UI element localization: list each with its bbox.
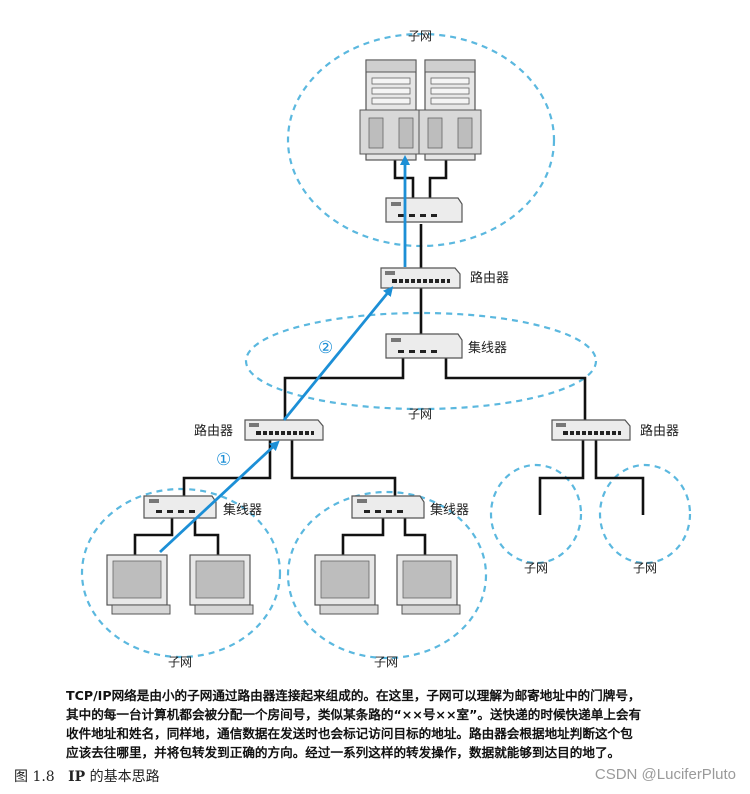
figure-caption: 图 1.8 IP 的基本思路 bbox=[14, 766, 160, 786]
subnet-bottom-center bbox=[286, 490, 488, 660]
router-icon bbox=[380, 267, 461, 289]
step-marker-2: ② bbox=[318, 338, 333, 358]
subnet-label: 子网 bbox=[633, 561, 657, 575]
subnet-bottom-right-2 bbox=[598, 463, 692, 565]
cable-rightrouter-right bbox=[594, 440, 645, 515]
server-icon bbox=[359, 59, 423, 161]
hub-icon bbox=[385, 333, 463, 359]
computer-icon bbox=[106, 554, 171, 615]
hub-label: 集线器 bbox=[468, 340, 507, 356]
cable-lefthub-pc2 bbox=[193, 518, 220, 555]
computer-icon bbox=[396, 554, 461, 615]
subnet-label: 子网 bbox=[524, 561, 548, 575]
ip-network-diagram: 子网 子网 子网 子网 子网 子网 路由器 路由器 路由器 集线器 集线器 集线… bbox=[80, 29, 692, 669]
computer-icon bbox=[314, 554, 379, 615]
cable-centerhub-pc4 bbox=[403, 518, 427, 555]
watermark: CSDN @LuciferPluto bbox=[594, 766, 736, 783]
route-arrow-2 bbox=[282, 286, 394, 421]
cable-midhub-right bbox=[444, 358, 587, 420]
caption-line: 应该去往哪里，并将包转发到正确的方向。经过一系列这样的转发操作，数据就能够到达目… bbox=[66, 745, 621, 760]
router-icon bbox=[551, 419, 631, 441]
route-arrow-1 bbox=[159, 440, 280, 554]
cable-rightrouter-left bbox=[538, 440, 585, 515]
cable-server-right bbox=[428, 155, 448, 198]
hub-label: 集线器 bbox=[223, 502, 262, 518]
router-label: 路由器 bbox=[470, 270, 509, 286]
cable-router-lefthub bbox=[182, 440, 272, 496]
subnet-label: 子网 bbox=[408, 29, 432, 43]
subnet-label: 子网 bbox=[374, 655, 398, 669]
cable-midhub-left bbox=[283, 358, 405, 420]
hub-icon bbox=[385, 197, 463, 223]
caption-line: TCP/IP网络是由小的子网通过路由器连接起来组成的。在这里，子网可以理解为邮寄… bbox=[66, 688, 641, 703]
caption-line: 收件地址和姓名，同样地，通信数据在发送时也会标记访问目标的地址。路由器会根据地址… bbox=[66, 726, 633, 741]
hub-label: 集线器 bbox=[430, 502, 469, 518]
hub-icon bbox=[143, 495, 217, 519]
subnet-bottom-right-1 bbox=[489, 463, 583, 565]
step-marker-1: ① bbox=[216, 450, 231, 470]
subnet-middle bbox=[244, 311, 598, 411]
figure-number: 图 1.8 bbox=[14, 769, 55, 785]
figure-title-bold: IP bbox=[68, 769, 86, 785]
caption-paragraph: TCP/IP网络是由小的子网通过路由器连接起来组成的。在这里，子网可以理解为邮寄… bbox=[66, 686, 726, 762]
hub-icon bbox=[351, 495, 425, 519]
figure-title: 的基本思路 bbox=[85, 769, 160, 785]
router-label: 路由器 bbox=[640, 423, 679, 439]
subnet-bottom-left bbox=[80, 487, 282, 659]
cable-centerhub-pc3 bbox=[341, 518, 385, 555]
subnet-label: 子网 bbox=[168, 655, 192, 669]
caption-line: 其中的每一台计算机都会被分配一个房间号，类似某条路的“××号××室”。送快递的时… bbox=[66, 707, 642, 722]
router-icon bbox=[244, 419, 324, 441]
subnet-label: 子网 bbox=[408, 407, 432, 421]
server-icon bbox=[418, 59, 482, 161]
computer-icon bbox=[189, 554, 254, 615]
cable-router-centerhub bbox=[290, 440, 397, 496]
cable-lefthub-pc1 bbox=[133, 518, 174, 555]
router-label: 路由器 bbox=[194, 423, 233, 439]
